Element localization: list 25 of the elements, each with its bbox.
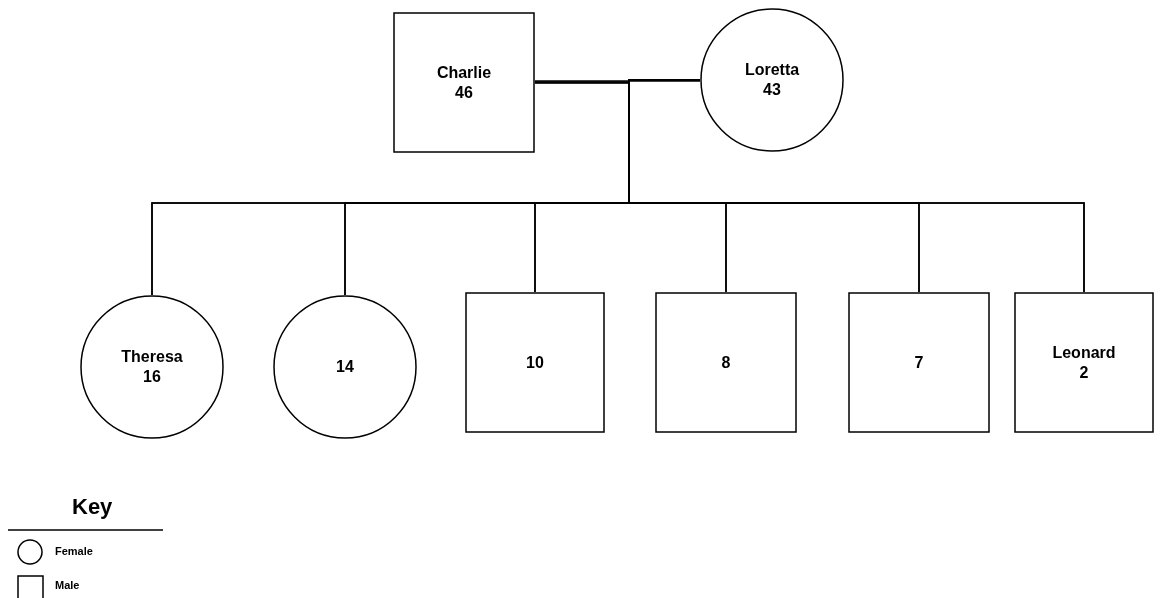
age-label: 7 [914, 352, 924, 373]
male-square [655, 292, 797, 433]
person-name: Charlie [436, 62, 492, 83]
female-circle [80, 295, 224, 439]
key-heading: Key [72, 494, 113, 520]
descent-line [628, 79, 1085, 293]
age-label: 10 [526, 352, 544, 373]
age-label: 8 [721, 352, 731, 373]
person-name: Loretta [744, 60, 800, 80]
female-circle [700, 8, 844, 152]
age-label: 16 [143, 367, 161, 387]
age-label: 43 [763, 80, 781, 100]
female-circle [273, 295, 417, 439]
legend-text: Male [55, 579, 80, 591]
age-label: 46 [455, 82, 473, 103]
person-name: Theresa [121, 347, 183, 367]
male-square [393, 12, 535, 153]
legend-text: Female [55, 545, 93, 557]
male-square [465, 292, 605, 433]
male-square [1014, 292, 1154, 433]
marriage-line [534, 80, 701, 82]
person-name: Leonard [1052, 342, 1116, 363]
age-label: 2 [1079, 362, 1089, 383]
age-label: 14 [336, 357, 354, 377]
male-square [848, 292, 990, 433]
